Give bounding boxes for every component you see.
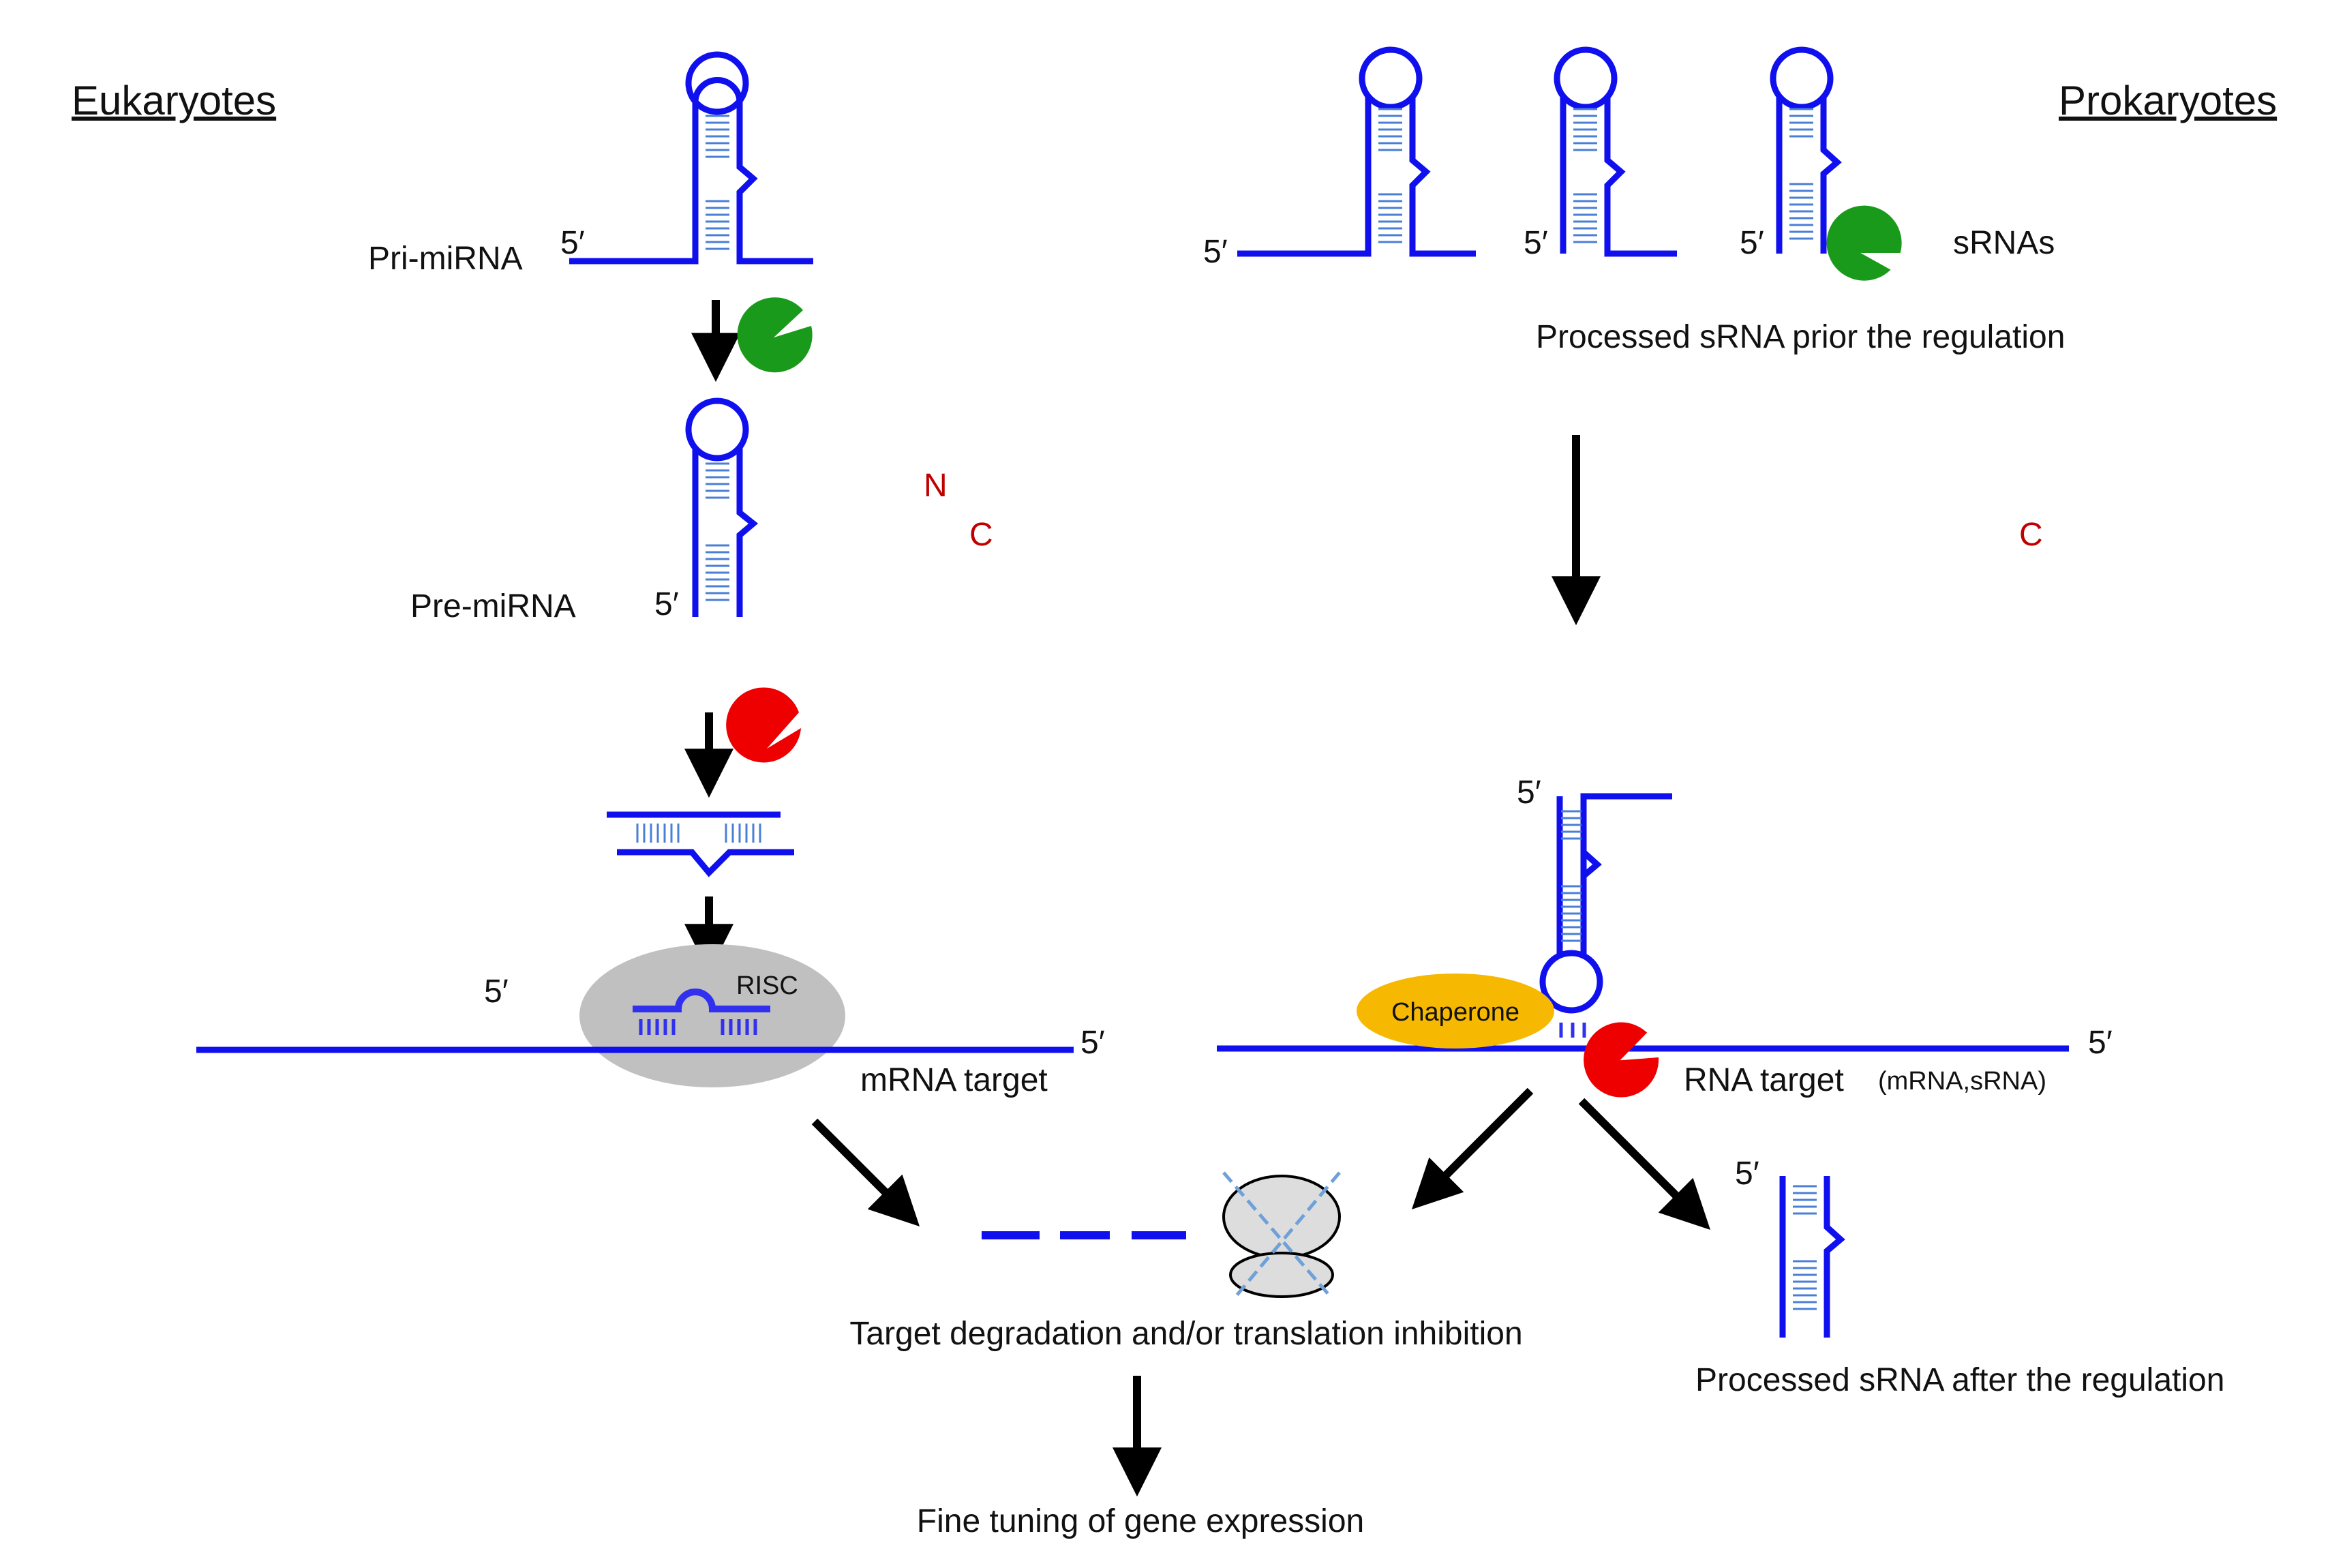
pri-mirna-base-pairs <box>706 115 729 250</box>
five-prime-srna-3: 5′ <box>1740 225 1764 261</box>
ribosome-crossed-icon <box>1222 1171 1341 1300</box>
processed-srna-after <box>1779 1176 1845 1338</box>
pre-mirna-hairpin <box>685 397 759 617</box>
label-chaperone: Chaperone <box>1391 998 1519 1027</box>
label-fine-tuning: Fine tuning of gene expression <box>917 1503 1364 1539</box>
heading-eukaryotes: Eukaryotes <box>72 78 276 123</box>
srna-hairpin-3 <box>1770 46 1842 254</box>
srna-hairpin-1 <box>1237 46 1476 257</box>
label-srnas: sRNAs <box>1953 225 2055 261</box>
five-prime-pri-mirna: 5′ <box>560 225 585 261</box>
five-prime-pre-mirna: 5′ <box>654 586 679 622</box>
arrow-binding-to-processed <box>1578 1098 1711 1231</box>
label-processed-prior: Processed sRNA prior the regulation <box>1536 319 2065 355</box>
arrow-risc-to-degradation <box>811 1118 920 1227</box>
five-prime-bound-srna: 5′ <box>1517 774 1541 811</box>
srna-hairpin-2 <box>1554 46 1677 257</box>
risc-bound-mirna <box>633 989 770 1035</box>
marker-n: N <box>924 468 948 504</box>
five-prime-srna-1: 5′ <box>1203 234 1228 270</box>
label-rna-target: RNA target <box>1684 1062 1844 1098</box>
pacman-red-icon <box>1584 1022 1659 1098</box>
heading-prokaryotes: Prokaryotes <box>2059 78 2277 123</box>
marker-c-left: C <box>969 517 993 553</box>
five-prime-risc: 5′ <box>484 974 509 1010</box>
bound-srna-hairpin <box>1539 793 1672 1038</box>
label-target-degradation: Target degradation and/or translation in… <box>849 1316 1522 1352</box>
five-prime-srna-2: 5′ <box>1524 225 1548 261</box>
pre-mirna-base-pairs <box>706 462 729 601</box>
pri-mirna-hairpin <box>569 51 813 265</box>
label-risc: RISC <box>736 971 798 1000</box>
label-rna-target-types: (mRNA,sRNA) <box>1878 1067 2046 1096</box>
label-mrna-target: mRNA target <box>860 1062 1048 1098</box>
pacman-green-icon <box>737 297 813 373</box>
pacman-green-icon <box>1826 205 1902 281</box>
five-prime-mrna-target: 5′ <box>1080 1025 1105 1061</box>
marker-c-right: C <box>2019 517 2043 553</box>
label-processed-after: Processed sRNA after the regulation <box>1695 1362 2224 1398</box>
arrow-binding-to-degradation <box>1411 1087 1534 1210</box>
five-prime-rna-target: 5′ <box>2088 1025 2113 1061</box>
five-prime-processed-after: 5′ <box>1735 1156 1759 1192</box>
risc-complex <box>579 944 845 1087</box>
label-pre-mirna: Pre-miRNA <box>410 588 576 624</box>
mirna-duplex <box>607 811 794 877</box>
chaperone <box>1357 974 1554 1049</box>
label-pri-mirna: Pri-miRNA <box>368 241 523 277</box>
pacman-red-icon <box>726 687 801 763</box>
